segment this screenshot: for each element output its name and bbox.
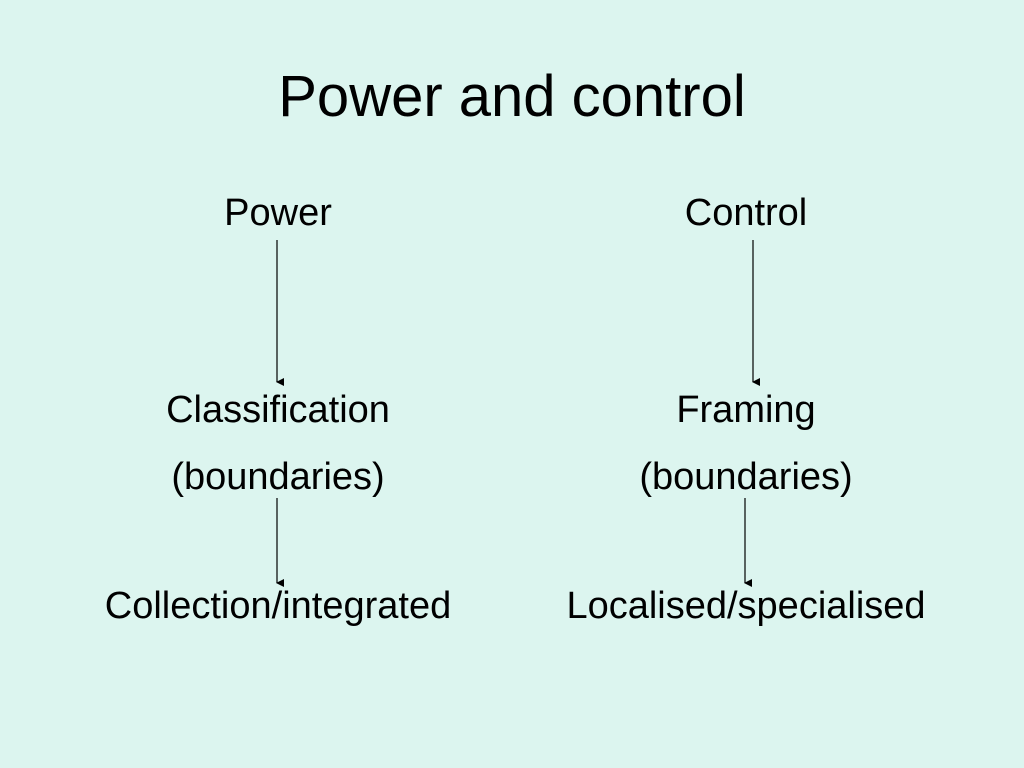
node-collection-integrated: Collection/integrated [104,585,452,627]
node-framing: Framing [676,389,816,431]
node-localised-specialised: Localised/specialised [566,585,926,627]
node-framing-boundaries: (boundaries) [639,456,853,498]
node-power: Power [224,192,332,234]
node-control: Control [684,192,808,234]
node-classification-boundaries: (boundaries) [171,456,385,498]
node-classification: Classification [166,389,390,431]
slide-title: Power and control [278,64,746,129]
